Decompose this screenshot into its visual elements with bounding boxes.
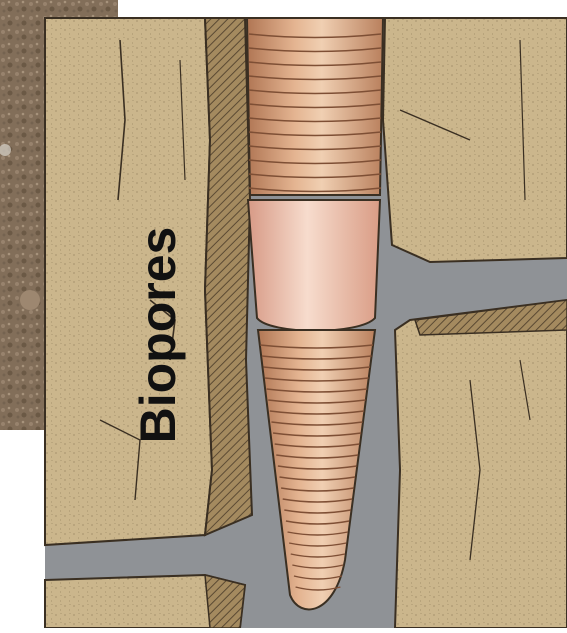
soil-aggregate-icon xyxy=(383,18,567,628)
illustration-title: Biopores xyxy=(128,185,188,485)
